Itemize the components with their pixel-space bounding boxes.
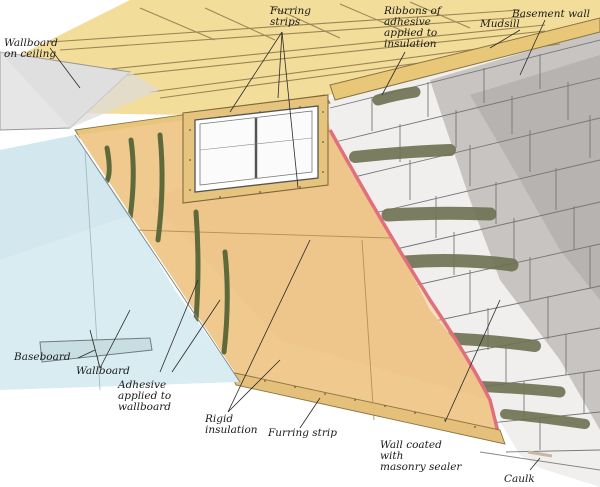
window [182,94,329,204]
adhesive-ribbons-wall [349,86,590,429]
label-mudsill: Mudsill [480,18,520,30]
label-adhesive-applied: Adhesive applied to wallboard [118,379,172,413]
adhesive-beads [103,132,230,355]
ceiling-wallboard [0,51,160,131]
label-wallboard: Wallboard [76,365,130,377]
label-baseboard: Baseboard [14,351,71,363]
label-wall-coated: Wall coated with masonry sealer [380,439,462,473]
label-basement-wall: Basement wall [512,8,591,20]
label-furring-strip: Furring strip [268,427,337,439]
label-wallboard-on-ceiling: Wallboard on ceiling [4,37,58,60]
wallboard-panel [0,134,241,391]
floor-caulk [479,450,600,471]
label-furring-strips: Furring strips [270,5,311,28]
label-caulk: Caulk [504,473,535,485]
label-ribbons-of-adhesive: Ribbons of adhesive applied to insulatio… [384,5,441,50]
label-rigid-insulation: Rigid insulation [205,413,258,436]
leader-lines [49,19,546,471]
